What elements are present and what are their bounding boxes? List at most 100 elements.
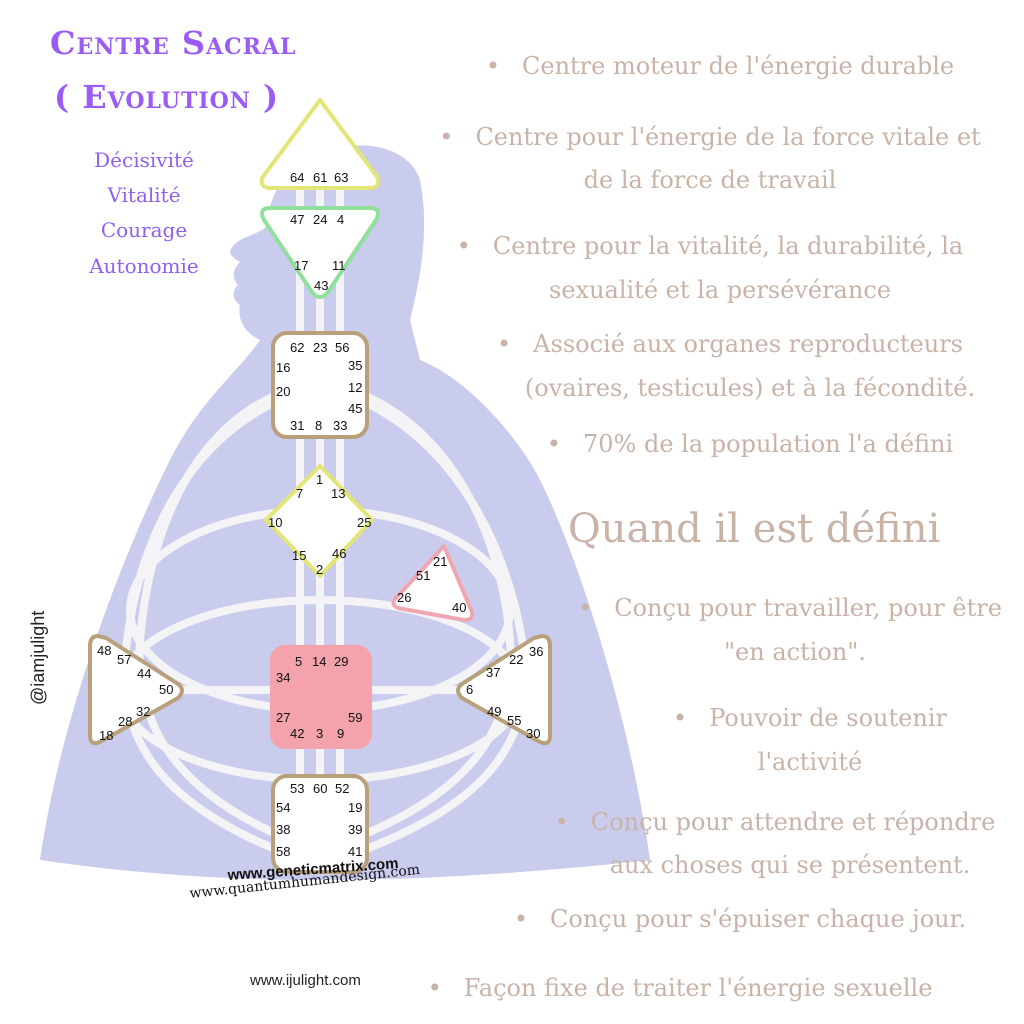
footer-url[interactable]: www.ijulight.com (250, 972, 361, 989)
gate-label: 9 (337, 726, 344, 741)
info-line-13: •Conçu pour attendre et répondre (554, 808, 996, 836)
gate-label: 43 (314, 278, 328, 293)
bullet-icon: • (427, 974, 442, 1002)
info-line-4: •Centre pour la vitalité, la durabilité,… (456, 232, 964, 260)
info-line-6: •Associé aux organes reproducteurs (497, 330, 963, 358)
gate-label: 42 (290, 726, 304, 741)
gate-label: 33 (333, 418, 347, 433)
gate-label: 64 (290, 170, 304, 185)
trait-autonomy: Autonomie (89, 254, 199, 278)
gate-label: 7 (296, 486, 303, 501)
bullet-icon: • (485, 52, 501, 80)
trait-courage: Courage (100, 218, 188, 242)
info-line-16: •Façon fixe de traiter l'énergie sexuell… (427, 974, 933, 1002)
watermark-handle: @iamjulight (28, 611, 48, 705)
gate-label: 27 (276, 710, 290, 725)
gate-label: 26 (397, 590, 411, 605)
gate-label: 51 (416, 568, 430, 583)
trait-decisiveness: Décisivité (94, 148, 194, 172)
bullet-icon: • (456, 232, 471, 260)
gate-label: 32 (136, 704, 150, 719)
gate-label: 3 (316, 726, 323, 741)
ajna-center (260, 206, 380, 299)
gate-label: 28 (118, 714, 132, 729)
gate-label: 14 (312, 654, 326, 669)
g-center (264, 464, 374, 578)
gate-label: 44 (137, 666, 151, 681)
gate-label: 15 (292, 548, 306, 563)
gate-label: 38 (276, 822, 290, 837)
gate-label: 47 (290, 212, 304, 227)
gate-label: 24 (313, 212, 327, 227)
gate-label: 1 (316, 472, 323, 487)
gate-label: 61 (313, 170, 327, 185)
gate-label: 39 (348, 822, 362, 837)
bullet-icon: • (554, 808, 569, 836)
info-line-3: de la force de travail (583, 166, 837, 194)
trait-vitality: Vitalité (107, 183, 181, 207)
gate-label: 53 (290, 781, 304, 796)
info-line-2: •Centre pour l'énergie de la force vital… (439, 123, 981, 151)
info-line-10: "en action". (724, 638, 866, 666)
gate-label: 21 (433, 554, 447, 569)
gate-label: 18 (99, 728, 113, 743)
gate-label: 22 (509, 652, 523, 667)
gate-label: 57 (117, 652, 131, 667)
gate-label: 40 (452, 600, 466, 615)
info-line-14: aux choses qui se présentent. (609, 851, 971, 879)
gate-label: 17 (294, 258, 308, 273)
info-line-12: l'activité (757, 748, 863, 776)
gate-label: 2 (316, 562, 323, 577)
gate-label: 34 (276, 670, 290, 685)
gate-label: 11 (332, 258, 346, 273)
ego-center (391, 544, 475, 622)
gate-label: 54 (276, 800, 290, 815)
title-line-1: Centre Sacral (50, 24, 297, 62)
gate-label: 29 (334, 654, 348, 669)
gate-label: 8 (315, 418, 322, 433)
gate-label: 50 (159, 682, 173, 697)
head-center (259, 98, 381, 190)
section-heading: Quand il est défini (568, 506, 941, 552)
gate-label: 41 (348, 844, 362, 859)
bullet-icon: • (439, 123, 454, 151)
gate-label: 45 (348, 401, 362, 416)
gate-label: 46 (332, 546, 346, 561)
bullet-icon: • (673, 704, 688, 732)
gate-label: 5 (295, 654, 302, 669)
gate-label: 16 (276, 360, 290, 375)
info-line-8: •70% de la population l'a défini (546, 430, 954, 458)
gate-label: 6 (466, 682, 473, 697)
bullet-icon: • (578, 594, 593, 622)
gate-label: 13 (331, 486, 345, 501)
info-line-7: (ovaires, testicules) et à la fécondité. (524, 374, 976, 402)
gate-label: 25 (357, 515, 371, 530)
info-line-11: •Pouvoir de soutenir (673, 704, 947, 732)
gate-label: 48 (97, 643, 111, 658)
gate-labels: 64 61 63 47 24 4 17 11 43 62 23 56 16 35… (97, 170, 543, 859)
root-center (271, 774, 369, 874)
gate-label: 58 (276, 844, 290, 859)
title-line-2: ( Evolution ) (54, 78, 280, 116)
gate-label: 59 (348, 710, 362, 725)
info-line-15: •Conçu pour s'épuiser chaque jour. (513, 905, 967, 933)
gate-label: 19 (348, 800, 362, 815)
gate-label: 63 (334, 170, 348, 185)
gate-label: 62 (290, 340, 304, 355)
gate-label: 37 (486, 665, 500, 680)
gate-label: 55 (507, 713, 521, 728)
spleen-center (88, 634, 184, 746)
info-line-9: •Conçu pour travailler, pour être (578, 594, 1002, 622)
bullet-icon: • (546, 430, 561, 458)
gate-label: 31 (290, 418, 304, 433)
gate-label: 30 (526, 726, 540, 741)
gate-label: 23 (313, 340, 327, 355)
solar-plexus-center (456, 634, 552, 746)
info-line-5: sexualité et la persévérance (549, 276, 891, 304)
gate-label: 60 (313, 781, 327, 796)
gate-label: 36 (529, 644, 543, 659)
sacral-center (270, 645, 372, 749)
throat-center (271, 331, 369, 439)
gate-label: 20 (276, 384, 290, 399)
